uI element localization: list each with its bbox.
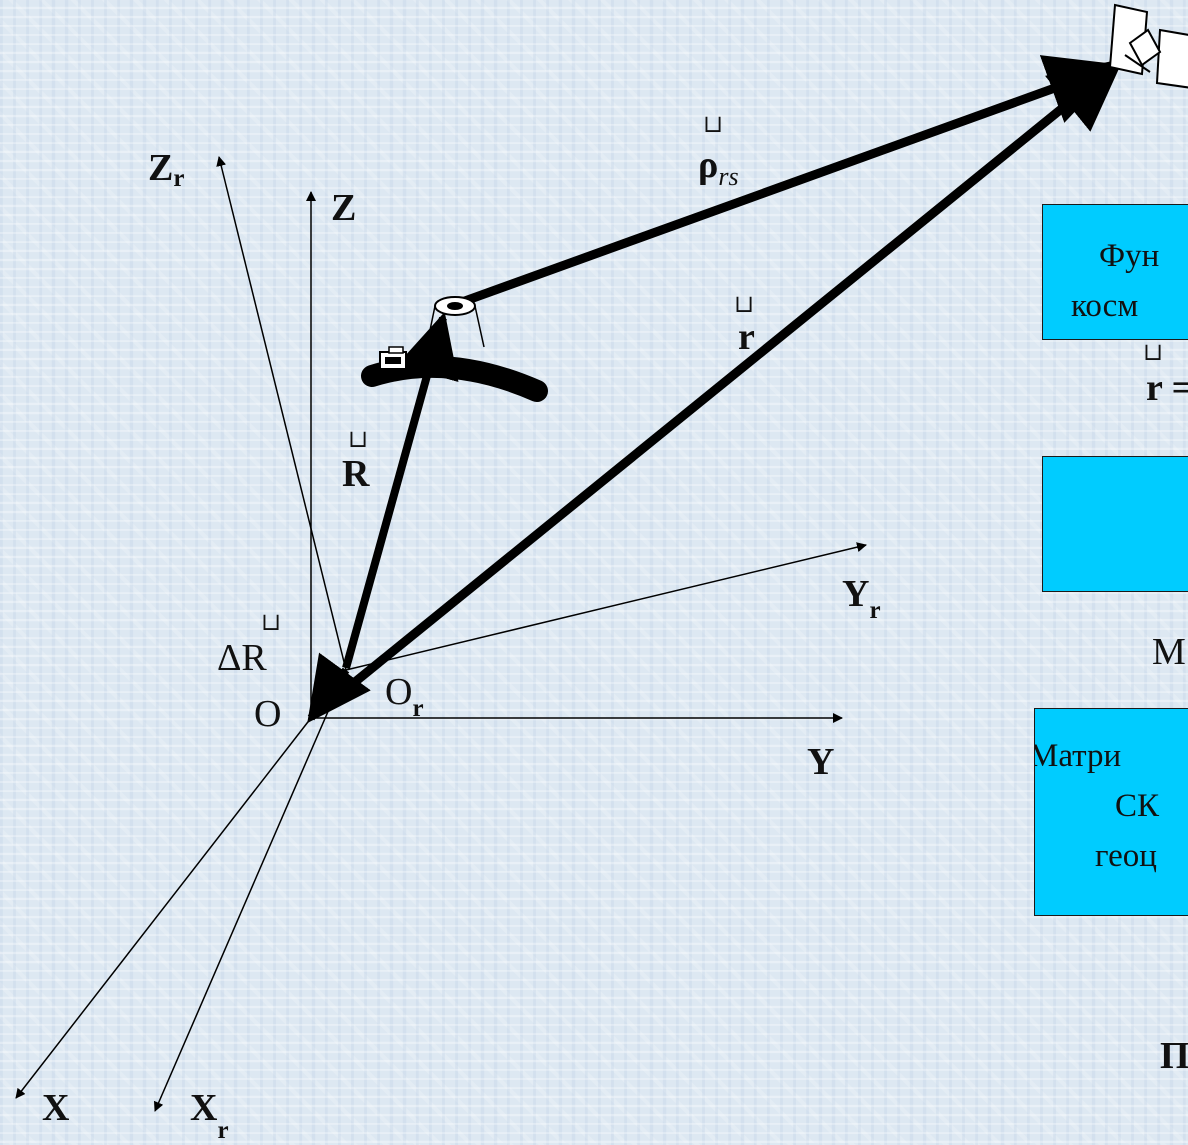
label-x: X <box>42 1087 70 1129</box>
vec-mark-r: ⊔ <box>734 292 755 318</box>
label-delta-r: ΔR <box>217 637 267 679</box>
vec-mark-delta-r: ⊔ <box>261 610 282 636</box>
z-r-axis <box>216 156 347 671</box>
x-r-axis <box>153 669 347 1112</box>
vec-mark-rho: ⊔ <box>703 112 724 138</box>
info-box-function: Фун косм <box>1042 204 1188 340</box>
vector-rho-rs <box>449 55 1120 311</box>
vector-r <box>315 58 1124 716</box>
vector-delta-R <box>307 652 371 724</box>
label-y: Y <box>807 741 835 783</box>
label-z-r: Zr <box>148 147 185 192</box>
vec-mark-formula: ⊔ <box>1143 340 1164 366</box>
label-o-r: Or <box>385 671 424 722</box>
info-box-matrix: Матри СК геоц <box>1034 708 1188 916</box>
p-fragment: П <box>1160 1035 1188 1077</box>
formula-fragment: r = <box>1146 367 1188 409</box>
m-fragment: М <box>1152 631 1186 673</box>
ground-station-icon <box>361 296 548 402</box>
label-y-r: Yr <box>842 573 881 624</box>
label-rho-rs: ρrs <box>698 144 739 191</box>
label-r: r <box>738 316 755 358</box>
label-z: Z <box>331 187 357 229</box>
info-box-empty <box>1042 456 1188 592</box>
label-x-r: Xr <box>190 1087 229 1144</box>
label-o: O <box>254 693 282 735</box>
label-R: R <box>342 453 370 495</box>
y-r-axis <box>345 542 867 671</box>
x-axis <box>15 717 312 1099</box>
vec-mark-R: ⊔ <box>348 427 369 453</box>
satellite-icon <box>1108 3 1188 89</box>
